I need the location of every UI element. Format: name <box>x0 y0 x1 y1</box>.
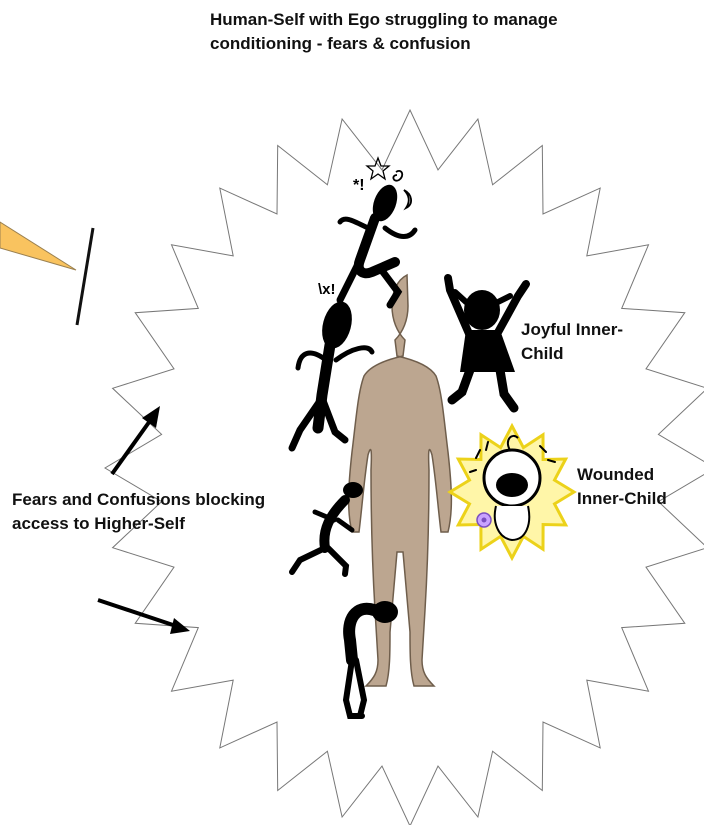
doodle-symbols-top: *! <box>353 177 365 194</box>
diagram-title: Human-Self with Ego struggling to manage… <box>210 8 590 56</box>
crying-mouth <box>496 473 528 497</box>
joyful-inner-child-label: Joyful Inner-Child <box>521 318 641 366</box>
divider-line <box>77 228 93 325</box>
fears-confusions-label: Fears and Confusions blocking access to … <box>12 488 272 536</box>
doodle-symbols-mid: \x! <box>318 281 336 298</box>
wounded-inner-child-label: Wounded Inner-Child <box>577 463 702 511</box>
speech-bubble-wedge <box>0 222 76 270</box>
